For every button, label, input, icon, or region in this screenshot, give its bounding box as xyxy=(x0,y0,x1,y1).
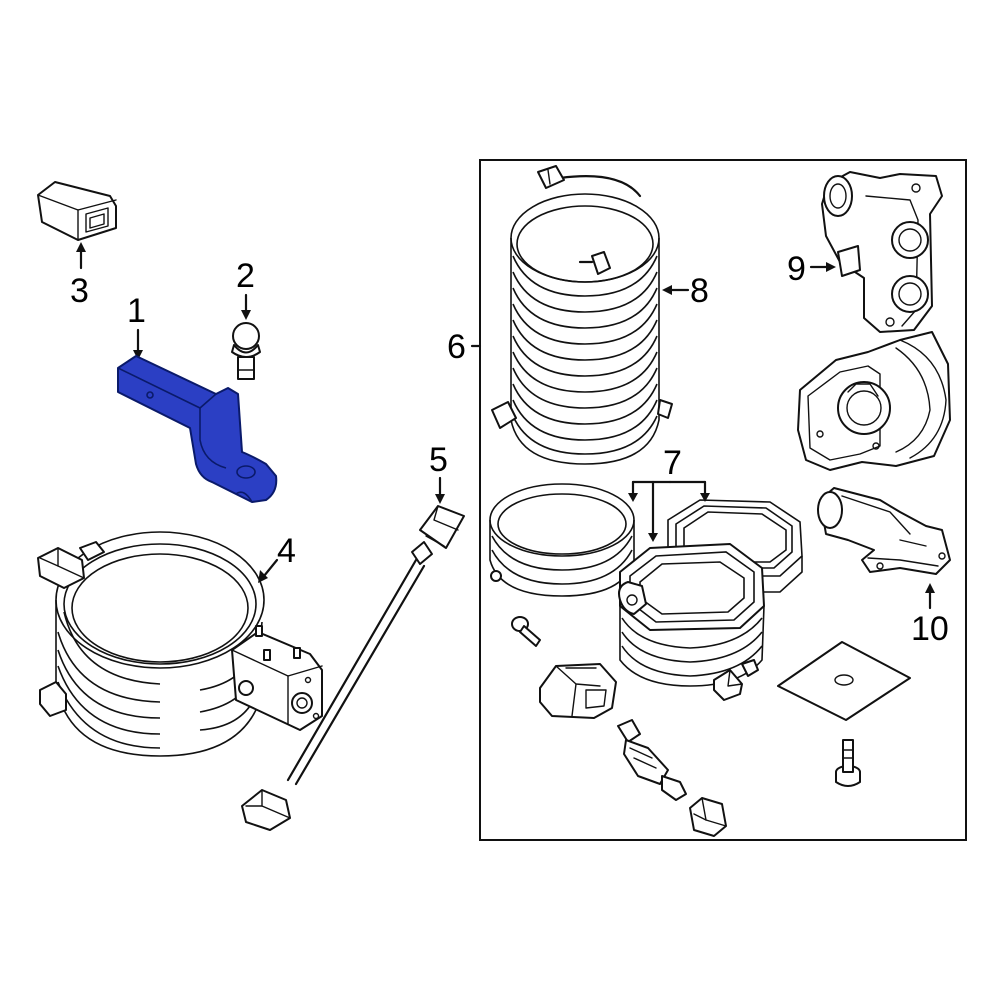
callout-9[interactable]: 9 xyxy=(787,250,806,288)
part-2-hitch-ball[interactable] xyxy=(231,322,261,380)
part-9-7way-connector[interactable] xyxy=(821,171,943,333)
hardware-sensor-fitting[interactable] xyxy=(617,719,687,801)
callout-3[interactable]: 3 xyxy=(70,272,89,310)
hardware-grommet-plug[interactable] xyxy=(539,663,617,719)
socket-housing[interactable] xyxy=(797,331,951,471)
callout-2[interactable]: 2 xyxy=(236,257,255,295)
hardware-bolt[interactable] xyxy=(835,739,861,787)
callout-5[interactable]: 5 xyxy=(429,441,448,479)
hardware-nut[interactable] xyxy=(689,797,727,837)
callout-10[interactable]: 10 xyxy=(911,610,949,648)
part-4-coiled-harness[interactable] xyxy=(37,531,323,757)
callout-1[interactable]: 1 xyxy=(127,292,146,330)
hardware-screw[interactable] xyxy=(511,616,541,647)
callout-6[interactable]: 6 xyxy=(447,328,466,366)
part-3-plug[interactable] xyxy=(37,181,117,241)
part-5-pigtail[interactable] xyxy=(241,505,465,831)
part-8-coil-harness[interactable] xyxy=(491,165,673,465)
part-1-ball-mount[interactable] xyxy=(117,355,278,503)
leader-lines xyxy=(76,242,935,610)
callout-8[interactable]: 8 xyxy=(690,272,709,310)
kit-frame xyxy=(479,159,967,841)
part-7-coils[interactable] xyxy=(489,483,803,701)
callout-4[interactable]: 4 xyxy=(277,532,296,570)
callout-7[interactable]: 7 xyxy=(663,444,682,482)
part-10-bracket[interactable] xyxy=(817,487,951,575)
hardware-gasket[interactable] xyxy=(777,641,911,721)
